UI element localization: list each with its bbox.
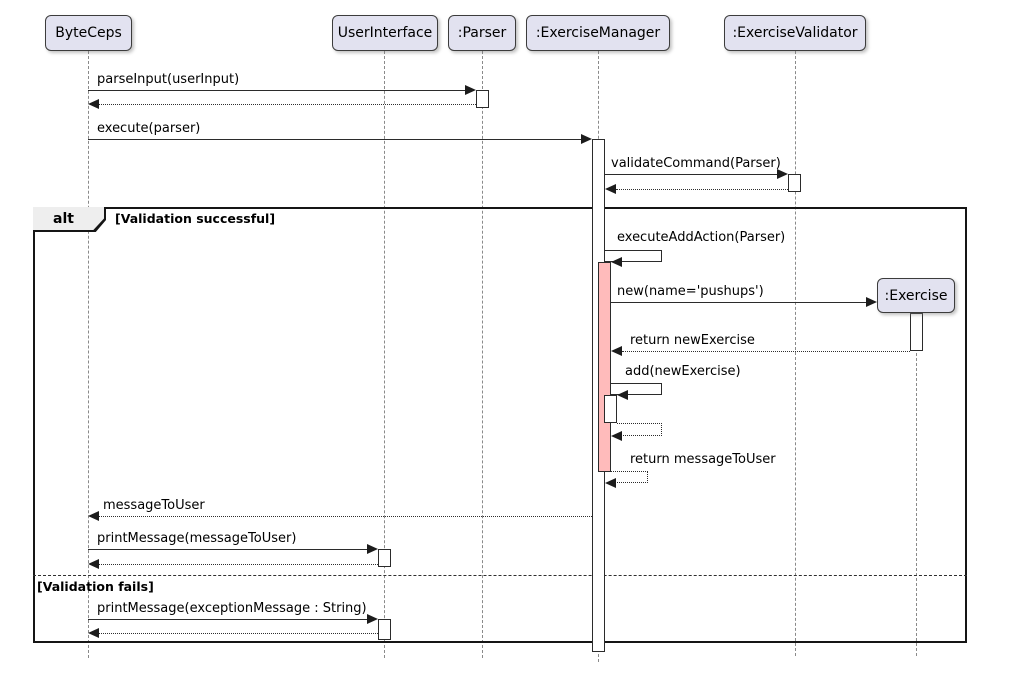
return-line-parse-input xyxy=(99,104,476,105)
arrowhead-print-exception xyxy=(367,614,378,624)
activation-add-action xyxy=(598,262,611,472)
participant-parser: :Parser xyxy=(448,15,516,51)
lifeline-parser xyxy=(482,51,483,658)
alt-operator-tab: alt xyxy=(33,207,106,232)
participant-exercise-label: :Exercise xyxy=(884,287,948,304)
message-line-print-message xyxy=(88,549,367,550)
self-return-loop-add xyxy=(617,423,662,436)
message-label-print-message: printMessage(messageToUser) xyxy=(97,531,297,546)
activation-add-nested xyxy=(604,395,617,423)
participant-exercisemanager-label: :ExerciseManager xyxy=(535,25,661,41)
arrowhead-return-print-exception xyxy=(88,628,99,638)
lifeline-exercisevalidator xyxy=(795,51,796,656)
participant-exercise: :Exercise xyxy=(877,278,955,313)
participant-userinterface: UserInterface xyxy=(332,15,438,51)
participant-exercisevalidator: :ExerciseValidator xyxy=(724,15,866,51)
arrowhead-validate-command xyxy=(777,169,788,179)
participant-byteceps-label: ByteCeps xyxy=(55,25,122,41)
lifeline-userinterface xyxy=(384,51,385,658)
self-loop-execute-add-action xyxy=(605,250,662,262)
message-line-print-exception xyxy=(88,619,367,620)
arrowhead-return-message-to-user xyxy=(605,478,616,488)
message-line-validate-command xyxy=(605,174,777,175)
activation-userinterface-2 xyxy=(378,619,391,640)
guard-validation-fails: [Validation fails] xyxy=(37,579,154,594)
lifeline-byteceps xyxy=(88,51,89,658)
message-label-execute-add-action: executeAddAction(Parser) xyxy=(617,230,786,245)
alt-divider xyxy=(33,575,967,576)
lifeline-exercise xyxy=(916,313,917,656)
message-line-new-exercise xyxy=(611,302,866,303)
arrowhead-self-return-add xyxy=(611,431,622,441)
return-line-message-to-user xyxy=(99,516,592,517)
participant-exercisevalidator-label: :ExerciseValidator xyxy=(732,25,858,41)
message-label-return-new-exercise: return newExercise xyxy=(630,333,755,348)
arrowhead-return-new-exercise xyxy=(611,346,622,356)
arrowhead-return-parse-input xyxy=(88,99,99,109)
arrowhead-new-exercise xyxy=(866,297,877,307)
participant-userinterface-label: UserInterface xyxy=(337,25,433,41)
self-return-loop-message-to-user xyxy=(611,471,648,483)
participant-exercisemanager: :ExerciseManager xyxy=(526,15,670,51)
message-label-execute: execute(parser) xyxy=(97,121,201,136)
message-line-execute xyxy=(88,139,581,140)
arrowhead-execute-add-action xyxy=(611,257,622,267)
guard-validation-successful: [Validation successful] xyxy=(115,211,276,226)
message-label-validate-command: validateCommand(Parser) xyxy=(611,156,781,171)
activation-exercise xyxy=(910,313,923,351)
arrowhead-execute xyxy=(581,134,592,144)
activation-parser xyxy=(476,90,489,108)
activation-exercisevalidator xyxy=(788,174,801,192)
message-line-parse-input xyxy=(88,90,466,91)
arrowhead-add-new-exercise xyxy=(617,390,628,400)
message-label-add-new-exercise: add(newExercise) xyxy=(625,364,741,379)
self-loop-add-new-exercise xyxy=(611,383,662,395)
return-line-print-exception xyxy=(99,633,378,634)
participant-parser-label: :Parser xyxy=(457,25,507,41)
return-line-print-message xyxy=(99,564,378,565)
arrowhead-print-message xyxy=(367,544,378,554)
message-label-message-to-user: messageToUser xyxy=(103,498,205,513)
arrowhead-return-validate-command xyxy=(605,184,616,194)
alt-fragment: alt xyxy=(33,207,967,643)
alt-operator-label: alt xyxy=(33,207,104,230)
activation-userinterface-1 xyxy=(378,549,391,567)
participant-byteceps: ByteCeps xyxy=(45,15,132,51)
arrowhead-return-print-message xyxy=(88,559,99,569)
message-label-return-message-to-user: return messageToUser xyxy=(630,452,776,467)
message-label-parse-input: parseInput(userInput) xyxy=(97,72,240,87)
return-line-validate-command xyxy=(616,189,788,190)
arrowhead-parse-input xyxy=(465,85,476,95)
return-line-new-exercise xyxy=(622,351,910,352)
arrowhead-message-to-user xyxy=(88,511,99,521)
message-label-print-exception: printMessage(exceptionMessage : String) xyxy=(97,601,367,616)
message-label-new-exercise: new(name='pushups') xyxy=(617,284,764,299)
